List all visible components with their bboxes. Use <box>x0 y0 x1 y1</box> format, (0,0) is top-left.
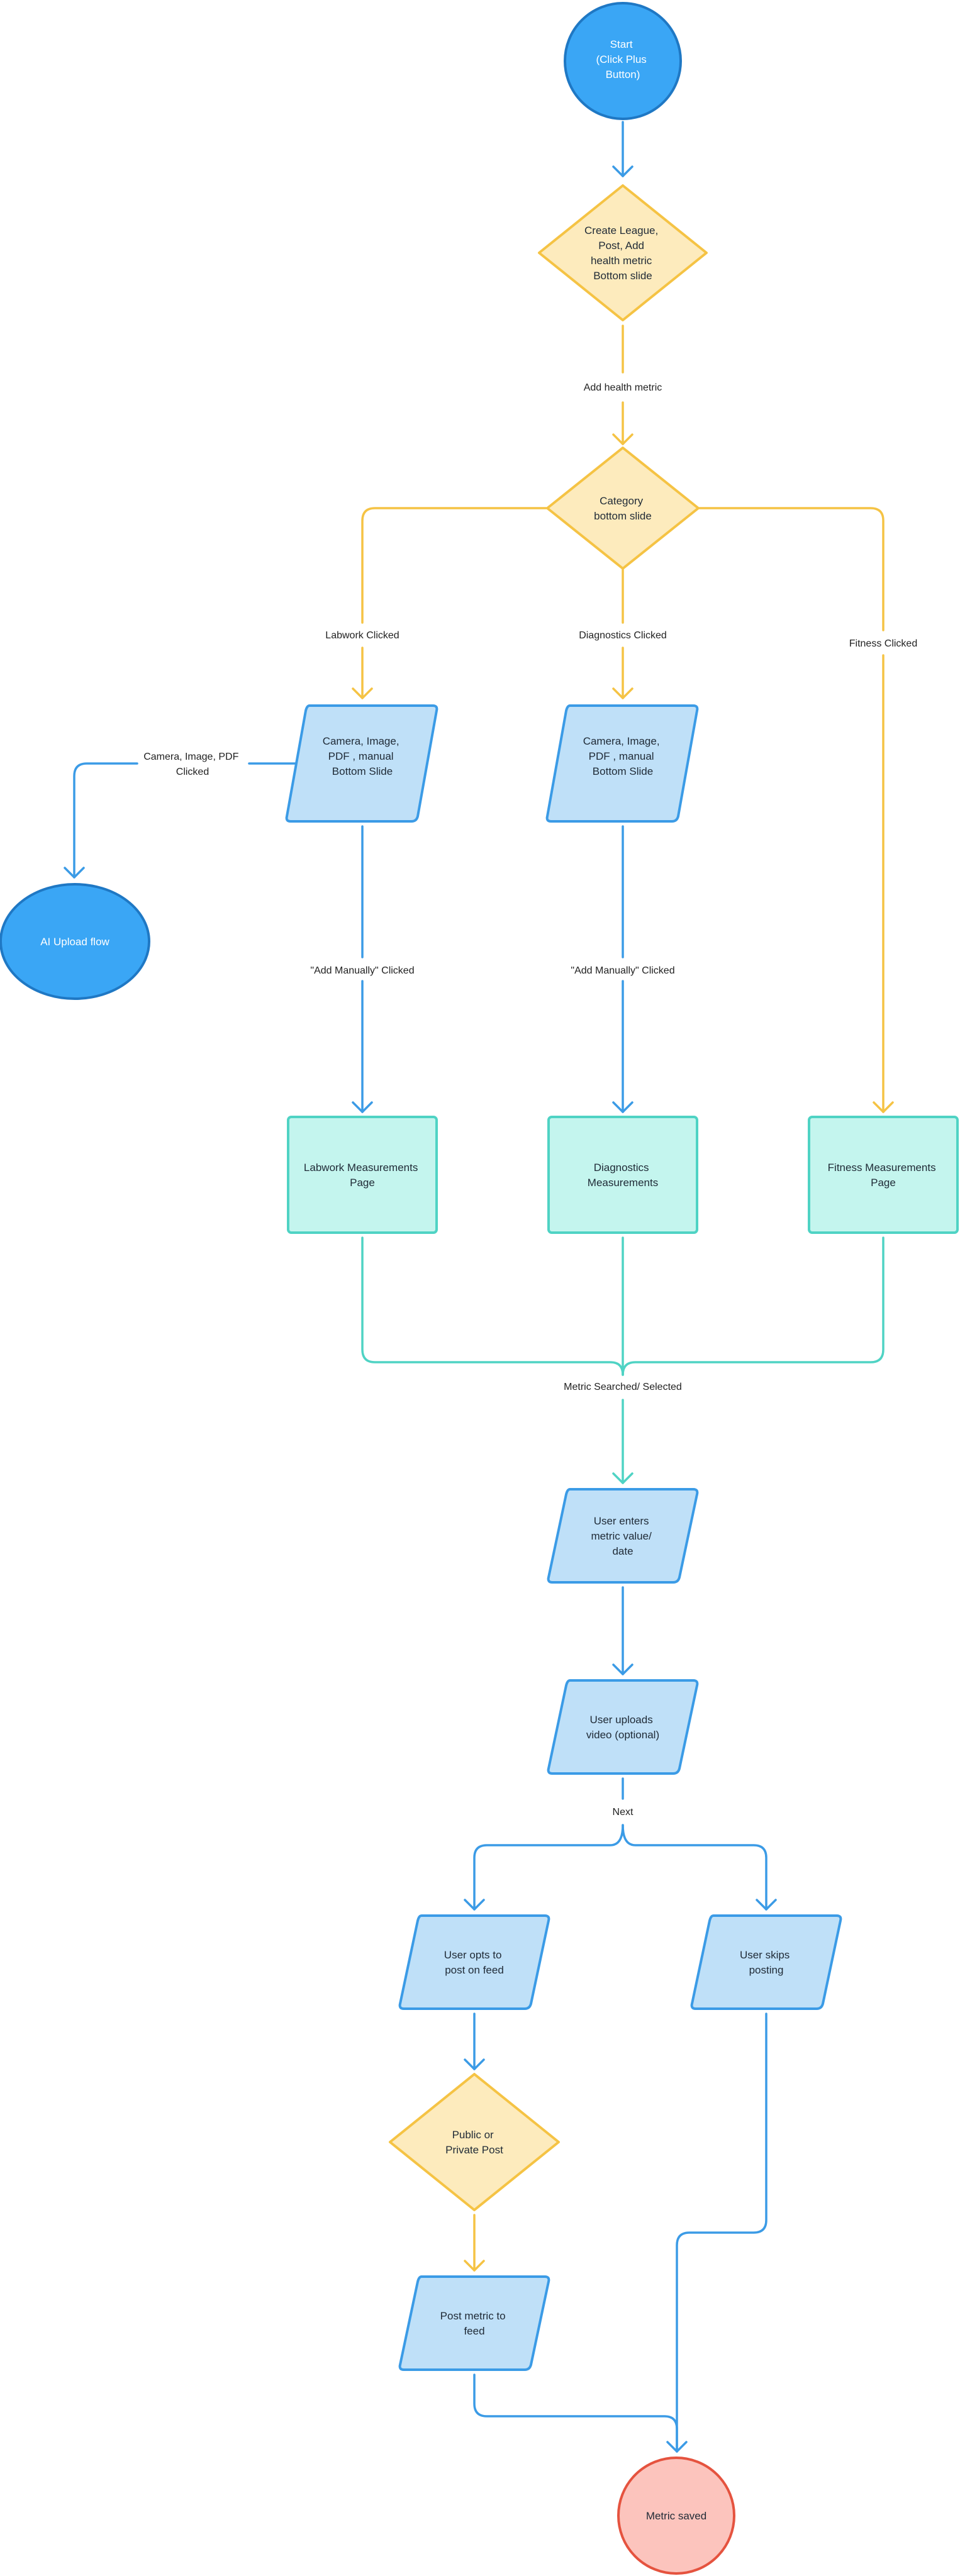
fitness-page-rect-shape <box>808 1116 959 1234</box>
post-metric-parallelogram-shape <box>398 2275 550 2371</box>
node-diagnostics-upload: Camera, Image, PDF , manual Bottom Slide <box>545 704 699 823</box>
edge-enter-value-to-upload-video <box>612 1586 633 1675</box>
edges <box>64 121 894 2453</box>
edge-labels: Add health metric Labwork Clicked Diagno… <box>143 382 917 1818</box>
edge-label-diagnostics-add-manually: "Add Manually" Clicked <box>571 965 674 976</box>
labwork-upload-parallelogram-shape <box>285 704 438 823</box>
node-ai-upload-label: AI Upload flow <box>40 936 109 948</box>
public-private-diamond-shape <box>389 2073 560 2211</box>
edge-category-to-labwork <box>352 507 547 699</box>
upload-video-parallelogram-shape <box>547 1679 699 1775</box>
node-post-metric: Post metric to feed <box>398 2275 550 2371</box>
edge-upload-video-to-branches <box>464 1777 777 1911</box>
edge-category-to-diagnostics <box>612 569 633 699</box>
node-diagnostics-page-label: Diagnostics Measurements <box>588 1162 658 1189</box>
edge-label-labwork-clicked: Labwork Clicked <box>325 630 399 641</box>
create-menu-diamond-shape <box>538 184 708 321</box>
category-diamond-shape <box>546 447 700 570</box>
node-labwork-upload-label: Camera, Image, PDF , manual Bottom Slide <box>323 735 403 777</box>
node-category-label: Category bottom slide <box>594 495 652 522</box>
node-diagnostics-upload-label: Camera, Image, PDF , manual Bottom Slide <box>583 735 663 777</box>
enter-value-parallelogram-shape <box>547 1488 699 1584</box>
node-fitness-page: Fitness Measurements Page <box>808 1116 959 1234</box>
labwork-page-rect-shape <box>287 1116 438 1234</box>
node-post-metric-label: Post metric to feed <box>440 2310 509 2337</box>
edge-label-fitness-clicked: Fitness Clicked <box>849 638 917 649</box>
node-metric-saved-label: Metric saved <box>646 2510 706 2522</box>
edge-diagnostics-to-diagnostics-page <box>612 825 633 1113</box>
node-opt-post-label: User opts to post on feed <box>444 1949 505 1976</box>
edge-pages-to-enter-value <box>361 1236 885 1484</box>
start-circle-shape <box>564 2 682 120</box>
node-start-label: Start (Click Plus Button) <box>596 38 649 80</box>
node-create-menu-label: Create League, Post, Add health metric B… <box>584 225 661 282</box>
node-public-private: Public or Private Post <box>389 2073 560 2211</box>
node-create-menu: Create League, Post, Add health metric B… <box>538 184 708 321</box>
edge-skip-post-to-metric-saved <box>676 2012 767 2453</box>
node-labwork-page: Labwork Measurements Page <box>287 1116 438 1234</box>
edge-label-metric-searched: Metric Searched/ Selected <box>564 1382 682 1392</box>
node-category: Category bottom slide <box>546 447 700 570</box>
node-ai-upload: AI Upload flow <box>0 883 150 1000</box>
node-enter-value-label: User enters metric value/ date <box>591 1515 654 1557</box>
edge-category-to-fitness <box>698 507 894 1113</box>
node-start: Start (Click Plus Button) <box>564 2 682 120</box>
edge-create-menu-to-category <box>612 325 633 445</box>
edge-labwork-to-ai-upload <box>64 762 301 879</box>
diagnostics-page-rect-shape <box>547 1116 698 1234</box>
node-labwork-upload: Camera, Image, PDF , manual Bottom Slide <box>285 704 438 823</box>
node-upload-video: User uploads video (optional) <box>547 1679 699 1775</box>
node-public-private-label: Public or Private Post <box>445 2129 503 2156</box>
skip-post-parallelogram-shape <box>690 1914 842 2010</box>
opt-post-parallelogram-shape <box>398 1914 550 2010</box>
edge-start-to-create-menu <box>612 121 633 177</box>
edge-post-metric-to-metric-saved <box>473 2373 688 2453</box>
node-diagnostics-page: Diagnostics Measurements <box>547 1116 698 1234</box>
node-fitness-page-label: Fitness Measurements Page <box>828 1162 939 1189</box>
node-labwork-page-label: Labwork Measurements Page <box>304 1162 421 1189</box>
node-skip-post-label: User skips posting <box>740 1949 793 1976</box>
node-upload-video-label: User uploads video (optional) <box>586 1714 659 1741</box>
metric-saved-circle-shape <box>617 2457 735 2575</box>
node-opt-post: User opts to post on feed <box>398 1914 550 2010</box>
diagnostics-upload-parallelogram-shape <box>545 704 699 823</box>
edge-label-add-health-metric: Add health metric <box>584 382 662 393</box>
edge-public-private-to-post-metric <box>464 2214 485 2272</box>
node-enter-value: User enters metric value/ date <box>547 1488 699 1584</box>
node-metric-saved: Metric saved <box>617 2457 735 2575</box>
edge-label-camera-clicked: Camera, Image, PDF Clicked <box>143 752 242 777</box>
edge-label-next: Next <box>613 1807 633 1818</box>
edge-opt-post-to-public-private <box>464 2012 485 2070</box>
edge-label-diagnostics-clicked: Diagnostics Clicked <box>579 630 667 641</box>
node-skip-post: User skips posting <box>690 1914 842 2010</box>
ai-upload-ellipse-shape <box>0 883 150 1000</box>
edge-labwork-to-labwork-page <box>352 825 373 1113</box>
edge-label-labwork-add-manually: "Add Manually" Clicked <box>310 965 414 976</box>
